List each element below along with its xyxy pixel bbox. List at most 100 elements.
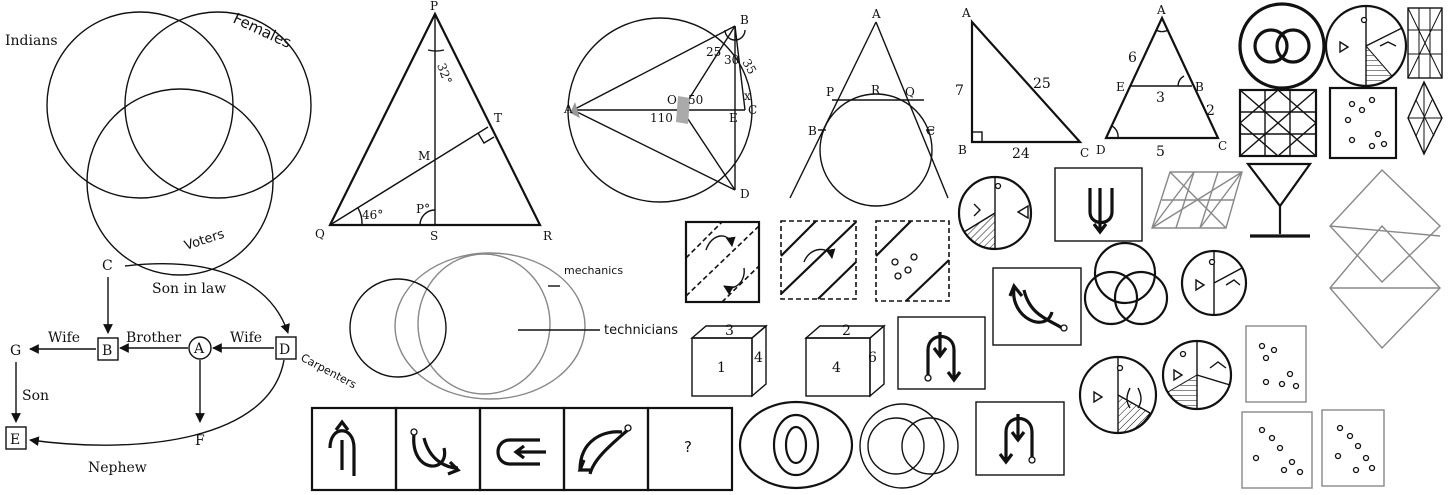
tangent-circle-diagram: A P R Q B C [789,7,949,207]
label-a: A [961,6,971,20]
similar-triangles-diagram: A E B D C 6 3 2 5 [1096,3,1227,160]
series-figure-1 [328,419,356,476]
label-b: B [1195,80,1204,94]
lattice-diamond [1407,80,1443,156]
label-q: Q [905,85,915,99]
label-c: C [1080,146,1089,160]
label-p: P [826,85,834,99]
label-e: E [1116,80,1125,94]
triangle-pqr-diagram: P Q R S T M 32° 46° P° [315,0,553,243]
label-r: R [871,83,881,97]
die1-top: 3 [725,323,734,339]
dotted-sheet-2 [1245,325,1307,403]
side-6: 6 [1128,50,1137,66]
double-diamond [1329,169,1442,350]
side-7: 7 [955,83,964,99]
label-t: T [494,111,502,125]
die2-top: 2 [842,323,851,339]
sector-circle-3 [1180,249,1248,317]
label-r: R [543,229,553,243]
side-5: 5 [1156,144,1165,160]
folding-puzzles [684,220,950,304]
venn-label-mechanics: mechanics [564,264,623,277]
relation-nephew: Nephew [88,460,147,476]
side-25: 25 [1033,76,1051,92]
venn-people-diagram: Indians Females Voters [5,9,312,276]
venn-jobs-diagram: mechanics technicians Carpenters [299,252,678,400]
option-arrow-figures [897,167,1143,476]
label-angle-q: 46° [362,208,383,222]
relation-brother: Brother [126,330,181,346]
sector-circle-4 [1078,355,1158,435]
label-e: E [729,111,738,125]
die2-side: 6 [868,350,877,366]
series-figure-2 [410,428,461,476]
label-b: B [740,13,749,27]
label-angle-s: P° [416,202,430,216]
die1-side: 4 [754,350,763,366]
family-tree-diagram: C Son in law B G Wife A Brother D Wife F… [5,258,297,476]
node-d: D [279,342,290,358]
sector-circle-2 [1324,4,1408,88]
relation-wife-1: Wife [48,330,80,346]
label-q: Q [315,227,325,241]
dice-group: 3 1 4 2 4 6 [690,323,886,398]
sector-circle-figures [957,4,1408,435]
lattice-rectangle [1407,7,1443,79]
dotted-sheet-1 [1328,86,1398,160]
label-o: O [667,93,677,107]
label-angle-110: 110 [650,111,673,125]
lattice-square [1238,88,1318,158]
lattice-parallelogram [1151,171,1243,229]
label-p: P [430,0,438,13]
node-g: G [10,343,21,359]
label-c: C [748,103,757,117]
node-f: F [195,433,205,449]
node-e: E [10,432,20,448]
venn-option-figures [738,2,1326,490]
lattice-figures [1151,7,1443,350]
relation-son-in-law: Son in law [152,281,226,297]
label-angle-top: 32° [434,61,454,86]
label-c: C [926,124,935,138]
label-angle-35: 35 [739,57,759,77]
label-angle-30: 30 [724,53,739,67]
venn-label-carpenters: Carpenters [299,351,359,391]
venn-label-technicians: technicians [604,323,678,338]
label-a: A [1156,3,1166,17]
die1-front: 1 [717,360,726,376]
label-a: A [871,7,881,21]
series-figure-4 [577,424,632,475]
label-a: A [563,102,573,116]
label-angle-50: 50 [688,93,703,107]
venn-label-indians: Indians [5,33,58,49]
label-d: D [1096,143,1106,157]
series-figure-3 [496,438,546,466]
label-c: C [1218,139,1227,153]
dotted-sheet-figures [1241,86,1398,489]
side-2: 2 [1206,103,1215,119]
sector-circle-5 [1161,339,1233,411]
venn-label-females: Females [230,9,294,52]
label-angle-25: 25 [706,45,721,59]
label-d: D [740,187,750,201]
dotted-sheet-4 [1321,409,1385,487]
relation-son: Son [22,388,49,404]
dotted-sheet-3 [1241,411,1313,489]
label-b: B [808,124,817,138]
circle-geometry-diagram: A B C D O E 25 30 35 50 110 x [563,13,759,203]
label-m: M [418,149,430,163]
label-s: S [430,229,438,243]
side-3: 3 [1156,90,1165,106]
goblet-figure [1245,162,1313,238]
sector-circle-1 [957,175,1033,251]
figure-series: ? [310,406,734,492]
node-b: B [102,343,112,359]
node-a: A [193,341,205,357]
venn-label-voters: Voters [183,227,227,254]
die2-front: 4 [832,360,841,376]
label-angle-x: x [744,89,751,103]
node-c: C [102,258,113,274]
series-question-mark: ? [684,438,692,456]
